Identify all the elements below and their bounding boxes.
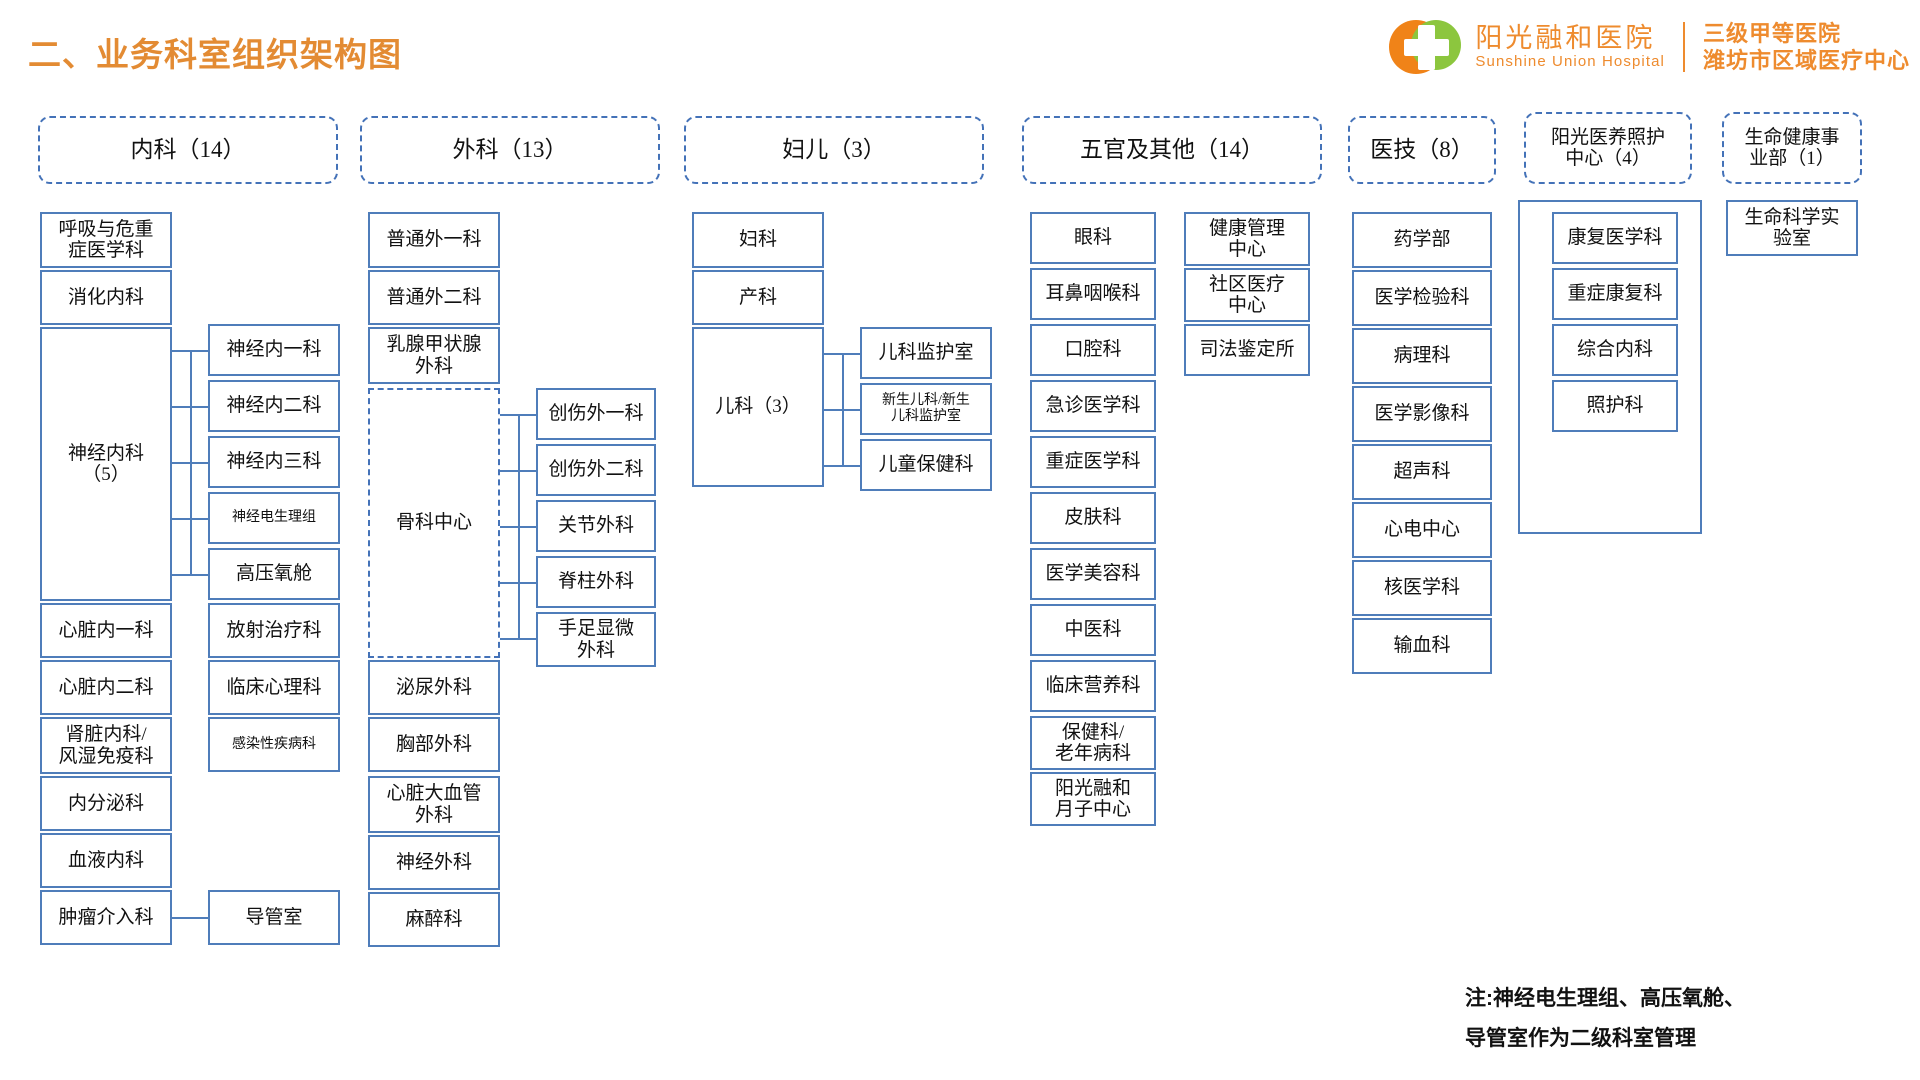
dept-shengmingkexue-shiyanshi[interactable]: 生命科学实 验室 [1726,200,1858,256]
dept-yixuemeirong[interactable]: 医学美容科 [1030,548,1156,600]
dept-jizhuwaike[interactable]: 脊柱外科 [536,556,656,608]
dept-shenjingneike[interactable]: 神经内科 （5） [40,327,172,601]
logo-wordmark: 阳光融和医院 Sunshine Union Hospital [1475,24,1665,70]
group-header-shengming[interactable]: 生命健康事 业部（1） [1722,112,1862,184]
logo-name-en: Sunshine Union Hospital [1475,53,1665,71]
footer-note-line-2: 导管室作为二级科室管理 [1465,1027,1696,1050]
dept-zhongzhengkangfu[interactable]: 重症康复科 [1552,268,1678,320]
dept-zhongyike[interactable]: 中医科 [1030,604,1156,656]
dept-xiaohua[interactable]: 消化内科 [40,270,172,325]
dept-erkejianhushi[interactable]: 儿科监护室 [860,327,992,379]
dept-putongwai-2[interactable]: 普通外二科 [368,270,500,325]
footer-note-line-1: 注:神经电生理组、高压氧舱、 [1465,987,1745,1010]
dept-ganranxingjibing[interactable]: 感染性疾病科 [208,717,340,772]
dept-xindianzhongxin[interactable]: 心电中心 [1352,502,1492,558]
dept-chanke[interactable]: 产科 [692,270,824,325]
dept-jizhenyixue[interactable]: 急诊医学科 [1030,380,1156,432]
dept-chaosheng[interactable]: 超声科 [1352,444,1492,500]
dept-yuezizhongxin[interactable]: 阳光融和 月子中心 [1030,772,1156,826]
logo-tagline: 三级甲等医院 潍坊市区域医疗中心 [1703,20,1910,75]
dept-zhongliujieru[interactable]: 肿瘤介入科 [40,890,172,945]
dept-baojian-laonian[interactable]: 保健科/ 老年病科 [1030,716,1156,770]
dept-neifenmi[interactable]: 内分泌科 [40,776,172,831]
dept-yanke[interactable]: 眼科 [1030,212,1156,264]
dept-kouqiangke[interactable]: 口腔科 [1030,324,1156,376]
dept-pifuke[interactable]: 皮肤科 [1030,492,1156,544]
dept-mazuike[interactable]: 麻醉科 [368,892,500,947]
dept-heyixue[interactable]: 核医学科 [1352,560,1492,616]
dept-xiongbuwaike[interactable]: 胸部外科 [368,717,500,772]
hospital-logo: 阳光融和医院 Sunshine Union Hospital 三级甲等医院 潍坊… [1389,16,1910,78]
dept-erbiyanhou[interactable]: 耳鼻咽喉科 [1030,268,1156,320]
dept-bingli[interactable]: 病理科 [1352,328,1492,384]
dept-chuangshangwai-1[interactable]: 创伤外一科 [536,388,656,440]
hospital-cross-logo-icon [1389,16,1463,78]
tagline-line-1: 三级甲等医院 [1702,20,1841,46]
dept-xinshengerke[interactable]: 新生儿科/新生 儿科监护室 [860,383,992,435]
group-header-wuguan[interactable]: 五官及其他（14） [1022,116,1322,184]
logo-name-cn: 阳光融和医院 [1475,22,1656,53]
dept-gaoyayangcang[interactable]: 高压氧舱 [208,548,340,600]
dept-ertongbaojianke[interactable]: 儿童保健科 [860,439,992,491]
dept-zongheneike[interactable]: 综合内科 [1552,324,1678,376]
group-header-neike[interactable]: 内科（14） [38,116,338,184]
connector [172,917,208,919]
dept-daoguanshi[interactable]: 导管室 [208,890,340,945]
dept-shenjingnei-2[interactable]: 神经内二科 [208,380,340,432]
dept-miniaowaike[interactable]: 泌尿外科 [368,660,500,715]
dept-huxi[interactable]: 呼吸与危重 症医学科 [40,212,172,268]
dept-zhaohuke[interactable]: 照护科 [1552,380,1678,432]
dept-shequyiliao[interactable]: 社区医疗 中心 [1184,268,1310,322]
dept-shenjing-dianshengli[interactable]: 神经电生理组 [208,492,340,544]
dept-kangfuyixue[interactable]: 康复医学科 [1552,212,1678,264]
group-header-yiji[interactable]: 医技（8） [1348,116,1496,184]
dept-fangshezhiliao[interactable]: 放射治疗科 [208,603,340,658]
dept-shenjingnei-3[interactable]: 神经内三科 [208,436,340,488]
dept-shenzang-fengshi[interactable]: 肾脏内科/ 风湿免疫科 [40,717,172,774]
group-header-waike[interactable]: 外科（13） [360,116,660,184]
dept-sifajianding[interactable]: 司法鉴定所 [1184,324,1310,376]
dept-shenjingwaike[interactable]: 神经外科 [368,835,500,890]
dept-zhongzhengyixue[interactable]: 重症医学科 [1030,436,1156,488]
dept-guanjiewaike[interactable]: 关节外科 [536,500,656,552]
dept-yixueyingxiang[interactable]: 医学影像科 [1352,386,1492,442]
tagline-line-2: 潍坊市区域医疗中心 [1702,48,1910,73]
dept-xinzangdaxueguan[interactable]: 心脏大血管 外科 [368,776,500,833]
dept-yaoxuebu[interactable]: 药学部 [1352,212,1492,268]
group-header-fuer[interactable]: 妇儿（3） [684,116,984,184]
connector [190,350,192,576]
dept-shenjingnei-1[interactable]: 神经内一科 [208,324,340,376]
group-header-yangguang[interactable]: 阳光医养照护 中心（4） [1524,112,1692,184]
dept-erke[interactable]: 儿科（3） [692,327,824,487]
dept-gukezhongxin[interactable]: 骨科中心 [368,388,500,658]
page-title: 二、业务科室组织架构图 [28,36,402,73]
connector [842,353,844,467]
dept-shouzuxianwei[interactable]: 手足显微 外科 [536,612,656,667]
dept-linchuangxinli[interactable]: 临床心理科 [208,660,340,715]
dept-fuke[interactable]: 妇科 [692,212,824,268]
logo-divider [1682,22,1685,72]
dept-xinzangnei-2[interactable]: 心脏内二科 [40,660,172,715]
connector [518,414,520,640]
dept-xinzangnei-1[interactable]: 心脏内一科 [40,603,172,658]
dept-shuxueke[interactable]: 输血科 [1352,618,1492,674]
dept-yixuejianyan[interactable]: 医学检验科 [1352,270,1492,326]
dept-putongwai-1[interactable]: 普通外一科 [368,212,500,268]
dept-chuangshangwai-2[interactable]: 创伤外二科 [536,444,656,496]
dept-xueyeneike[interactable]: 血液内科 [40,833,172,888]
dept-jiankangguanli[interactable]: 健康管理 中心 [1184,212,1310,266]
dept-ruxianjiazhuangxian[interactable]: 乳腺甲状腺 外科 [368,327,500,384]
dept-linchuangyingyang[interactable]: 临床营养科 [1030,660,1156,712]
